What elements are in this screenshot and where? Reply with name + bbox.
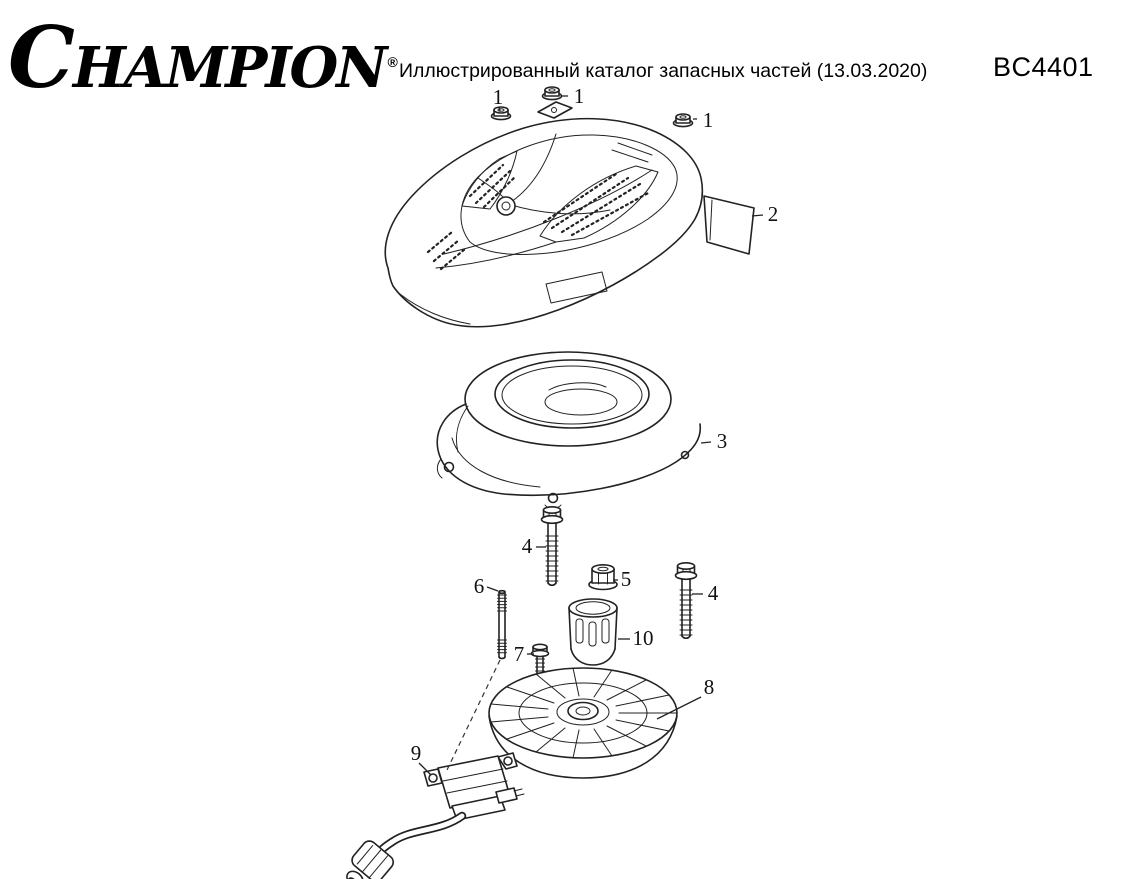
- callout-part-2: 2: [768, 202, 779, 226]
- part-2-engine-top-cover: [384, 101, 755, 328]
- spark-plug-boot: [351, 840, 395, 879]
- callout-leader-lines: [418, 95, 764, 776]
- callout-part-5: 5: [621, 567, 632, 591]
- callout-part-1-b: 1: [574, 84, 585, 108]
- part-4-bolt-right: [674, 561, 698, 640]
- vent-grille-front: [426, 230, 467, 271]
- brand-logo-text: CHAMPION: [8, 8, 387, 107]
- callout-part-1-a: 1: [493, 85, 504, 109]
- part-10-starter-cup: [568, 598, 618, 666]
- catalog-title: Иллюстрированный каталог запасных частей…: [399, 60, 928, 82]
- callout-part-8: 8: [704, 675, 715, 699]
- assembly-dashed-line: [446, 659, 501, 771]
- vent-grille-left: [468, 163, 517, 209]
- brand-logo: CHAMPION®: [8, 8, 398, 107]
- flange-nut-c: [672, 113, 694, 128]
- registered-mark: ®: [387, 54, 397, 71]
- flange-nut-a: [490, 106, 512, 121]
- part-8-flywheel: [488, 667, 678, 779]
- callout-part-10: 10: [633, 626, 654, 650]
- callout-part-4-right: 4: [708, 581, 719, 605]
- callout-part-1-c: 1: [703, 108, 714, 132]
- callout-part-7: 7: [514, 642, 525, 666]
- flange-nut-b: [541, 86, 563, 101]
- callout-part-6: 6: [474, 574, 485, 598]
- part-4-bolt-left: [540, 505, 564, 587]
- part-6-stud-bolt: [497, 589, 507, 660]
- vent-grille-right: [542, 172, 652, 237]
- callout-part-3: 3: [717, 429, 728, 453]
- part-3-fan-housing: [436, 351, 702, 509]
- part-9-ignition-coil: [346, 752, 525, 879]
- callout-part-9: 9: [411, 741, 422, 765]
- model-number: BC4401: [993, 52, 1094, 82]
- part-5-flange-nut: [588, 563, 618, 591]
- part-1-flange-nuts: [490, 86, 694, 128]
- callout-part-4-left: 4: [522, 534, 533, 558]
